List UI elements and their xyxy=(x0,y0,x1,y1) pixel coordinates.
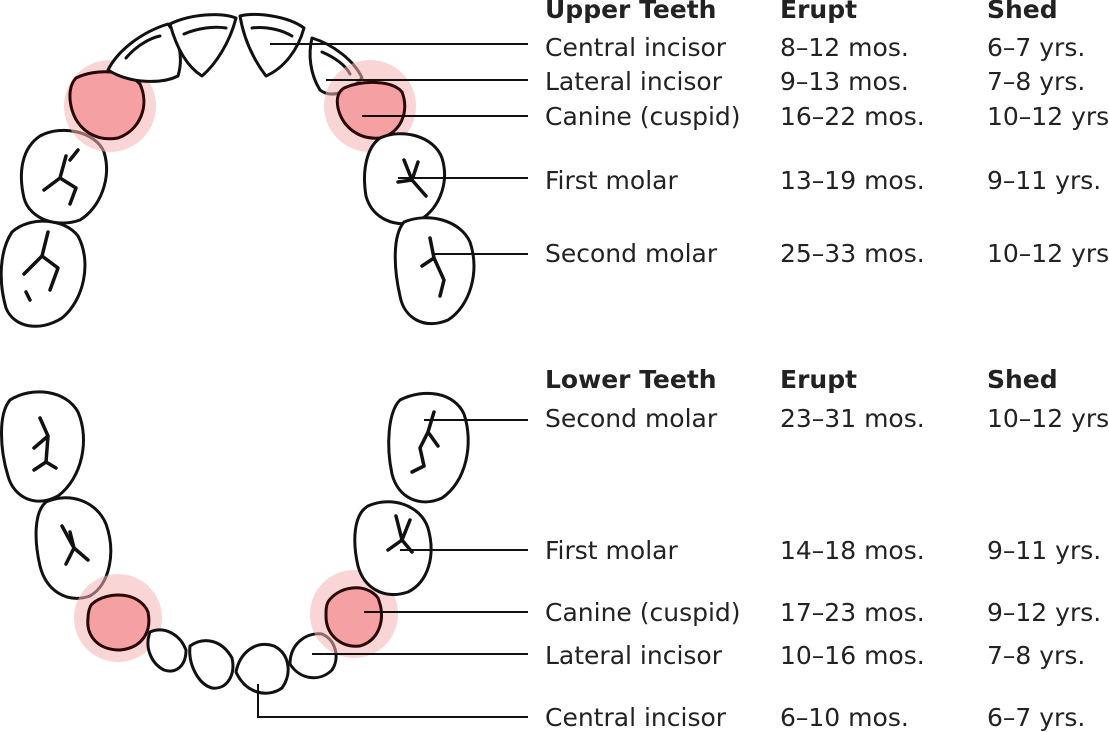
lower-row-2-shed: 9–11 yrs. xyxy=(987,536,1102,565)
upper-row-2-tooth: Lateral incisor xyxy=(545,67,723,96)
upper-arch xyxy=(0,13,476,328)
lower-row-1-shed: 10–12 yrs. xyxy=(987,404,1109,433)
lower-second-molar-left xyxy=(0,390,86,503)
upper-lateral-incisor-left-mark xyxy=(124,34,162,60)
upper-row-1-shed: 6–7 yrs. xyxy=(987,33,1086,62)
lower-second-molar-right-groove xyxy=(410,410,440,474)
lower-row-3-erupt: 17–23 mos. xyxy=(780,598,925,627)
upper-row-3-shed: 10–12 yrs. xyxy=(987,102,1109,131)
upper-row-5-erupt: 25–33 mos. xyxy=(780,239,925,268)
lower-first-molar-left-groove xyxy=(60,524,90,566)
upper-row-1-tooth: Central incisor xyxy=(545,33,727,62)
lower-second-molar-left-groove xyxy=(32,416,58,472)
upper-second-molar-right xyxy=(393,216,476,326)
upper-second-molar-left xyxy=(0,219,87,328)
upper-row-3-tooth: Canine (cuspid) xyxy=(545,102,741,131)
lower-row-5-tooth: Central incisor xyxy=(545,703,727,732)
lower-row-4-shed: 7–8 yrs. xyxy=(987,641,1086,670)
upper-row-4-shed: 9–11 yrs. xyxy=(987,166,1102,195)
lower-canine-left xyxy=(86,593,151,652)
lower-teeth-header: Lower Teeth xyxy=(545,365,717,394)
upper-row-2-erupt: 9–13 mos. xyxy=(780,67,909,96)
upper-row-2-shed: 7–8 yrs. xyxy=(987,67,1086,96)
upper-central-incisor-left xyxy=(168,13,238,78)
lower-row-4-erupt: 10–16 mos. xyxy=(780,641,925,670)
upper-row-4-tooth: First molar xyxy=(545,166,678,195)
lower-row-2-tooth: First molar xyxy=(545,536,678,565)
upper-central-incisor-right-mark xyxy=(250,26,294,38)
lower-erupt-header: Erupt xyxy=(780,365,858,394)
upper-second-molar-right-groove xyxy=(420,236,446,298)
upper-central-incisor-right xyxy=(238,13,306,78)
upper-central-incisor-left-mark xyxy=(182,25,228,36)
upper-erupt-header: Erupt xyxy=(780,0,858,24)
leader-lines xyxy=(257,43,528,718)
lower-row-4-tooth: Lateral incisor xyxy=(545,641,723,670)
lower-central-incisor-left xyxy=(188,639,235,690)
leader-lower-central-incisor xyxy=(257,684,528,718)
upper-row-5-tooth: Second molar xyxy=(545,239,718,268)
upper-lateral-incisor-left xyxy=(106,22,182,83)
upper-first-molar-left-groove xyxy=(42,148,80,206)
lower-row-1-tooth: Second molar xyxy=(545,404,718,433)
lower-row-2-erupt: 14–18 mos. xyxy=(780,536,925,565)
lower-row-3-shed: 9–12 yrs. xyxy=(987,598,1102,627)
lower-shed-header: Shed xyxy=(987,365,1058,394)
upper-row-3-erupt: 16–22 mos. xyxy=(780,102,925,131)
upper-row-5-shed: 10–12 yrs. xyxy=(987,239,1109,268)
upper-second-molar-left-groove xyxy=(22,230,60,302)
lower-row-5-shed: 6–7 yrs. xyxy=(987,703,1086,732)
lower-lateral-incisor-left xyxy=(146,628,188,673)
lower-central-incisor-right xyxy=(234,643,290,695)
upper-teeth-header: Upper Teeth xyxy=(545,0,717,24)
upper-row-4-erupt: 13–19 mos. xyxy=(780,166,925,195)
lower-canine-right xyxy=(324,586,383,648)
lower-row-5-erupt: 6–10 mos. xyxy=(780,703,909,732)
lower-row-3-tooth: Canine (cuspid) xyxy=(545,598,741,627)
lower-arch xyxy=(0,390,470,695)
lower-row-1-erupt: 23–31 mos. xyxy=(780,404,925,433)
upper-shed-header: Shed xyxy=(987,0,1058,24)
lower-second-molar-right xyxy=(387,391,470,504)
upper-row-1-erupt: 8–12 mos. xyxy=(780,33,909,62)
